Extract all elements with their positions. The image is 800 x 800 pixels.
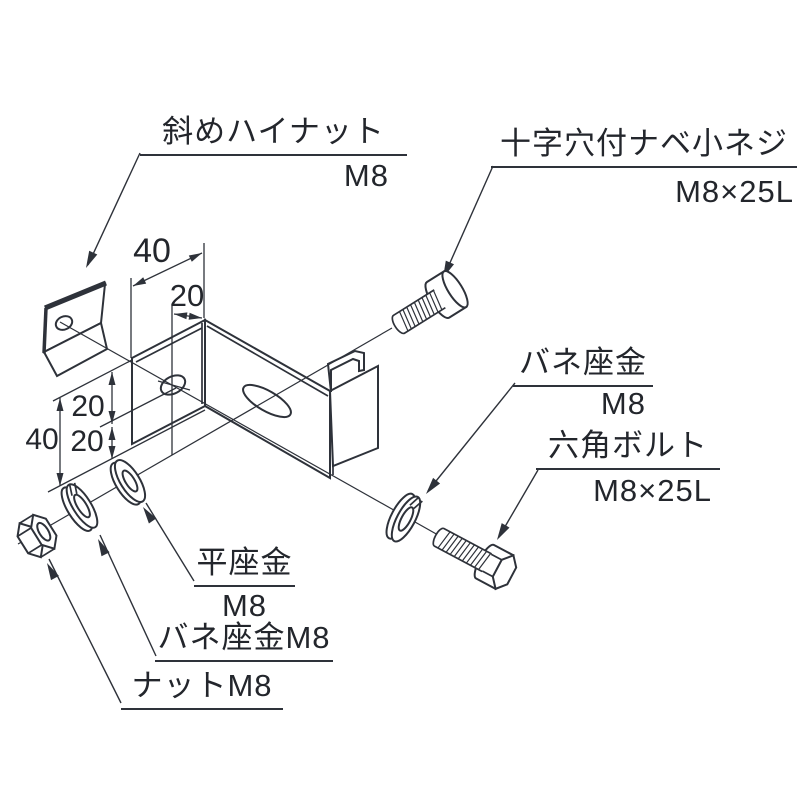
leader-spring-washer-left: [99, 534, 157, 657]
extension-line: [52, 359, 133, 402]
leader-arrow: [86, 250, 98, 268]
extension-line: [47, 409, 206, 493]
leader-arrow: [497, 523, 510, 540]
spec-hex-bolt: M8×25L: [593, 473, 712, 508]
label-spring-washer-m8-text: バネ座金M8: [157, 620, 331, 655]
washer-hole: [397, 506, 415, 532]
bolt-shank-fill: [433, 528, 492, 572]
label-spring-washer-m8: バネ座金M8: [155, 618, 333, 662]
bolt-shank-outline: [432, 527, 492, 573]
spring-split: [68, 482, 78, 496]
spring-washer-left-drawing: [60, 482, 99, 532]
high-nut-angled-edge: [44, 280, 107, 311]
leader-spring-washer-right: [427, 382, 516, 492]
bracket-drawing: [131, 318, 379, 480]
washer-hole: [73, 493, 91, 519]
high-nut-left-edge: [42, 307, 48, 354]
dimension-annotations: 40 20 20 20 40: [25, 232, 206, 493]
dim-arrow: [174, 312, 188, 320]
hex-nut-drawing: [16, 513, 58, 559]
label-nut-m8: ナットM8: [121, 666, 283, 710]
dim-upper-text: 20: [71, 390, 104, 423]
screw-threads: [399, 290, 443, 331]
dim-arrow: [56, 398, 64, 411]
bracket-edge-thickness: [135, 327, 203, 363]
nut-side-edges: [17, 514, 55, 558]
label-diagonal-high-nut: 斜めハイナット: [140, 112, 407, 156]
diagonal-high-nut-drawing: [42, 280, 109, 378]
label-diagonal-high-nut-text: 斜めハイナット: [162, 114, 385, 149]
leader-arrow: [98, 539, 110, 557]
dim-arrow: [56, 473, 64, 486]
dim-top-width-text: 40: [133, 232, 171, 270]
nut-hole: [36, 521, 52, 542]
dim-hole-offset-text: 20: [170, 278, 204, 313]
label-spring-washer-text: バネ座金: [519, 345, 647, 380]
leader-arrow: [426, 477, 441, 494]
bolt-hex-face: [491, 553, 518, 591]
spec-diagonal-high-nut: M8: [343, 158, 389, 193]
leader-lines: [47, 152, 539, 704]
screw-head-crown: [441, 270, 469, 309]
spec-flat-washer: M8: [221, 588, 268, 623]
dim-arrow: [108, 411, 116, 424]
spring-split: [409, 496, 423, 510]
dim-arrow: [188, 253, 202, 262]
dim-arrow: [108, 372, 116, 385]
label-hex-bolt-text: 六角ボルト: [548, 428, 708, 463]
hex-bolt-drawing: [432, 527, 518, 591]
dim-total-text: 40: [25, 423, 58, 456]
label-hex-bolt: 六角ボルト: [536, 426, 720, 470]
label-flat-washer-text: 平座金: [196, 545, 293, 580]
leader-arrow: [47, 563, 59, 581]
leader-nut: [48, 558, 122, 704]
spec-pan-head-screw: M8×25L: [675, 174, 794, 209]
dim-arrow: [133, 277, 147, 286]
bolt-threads: [437, 531, 491, 570]
spec-spring-washer: M8: [600, 386, 646, 421]
dim-arrow: [108, 427, 116, 440]
hole-center-tick: [157, 380, 191, 391]
label-flat-washer: 平座金: [194, 543, 295, 587]
bracket-edge-thickness: [206, 325, 329, 397]
label-spring-washer: バネ座金: [513, 343, 653, 387]
bracket-right-lip: [328, 364, 379, 468]
leader-diagonal-high-nut: [87, 152, 141, 266]
leader-flat-washer: [145, 502, 195, 582]
label-nut-m8-text: ナットM8: [131, 668, 273, 703]
bracket-oval-slot: [242, 383, 292, 419]
washer-hole: [121, 469, 139, 493]
label-pan-head-screw-text: 十字穴付ナベ小ネジ: [500, 126, 788, 161]
dim-arrow: [108, 446, 116, 459]
screw-shank-outline: [391, 289, 446, 335]
flat-washer-drawing: [109, 459, 147, 506]
label-pan-head-screw: 十字穴付ナベ小ネジ: [491, 124, 797, 168]
leader-arrow: [143, 507, 157, 524]
dim-lower-text: 20: [70, 425, 103, 458]
dim-arrow: [188, 312, 202, 320]
spring-washer-right-drawing: [385, 492, 423, 543]
leader-pan-screw: [444, 165, 494, 275]
pan-screw-drawing: [391, 270, 469, 335]
